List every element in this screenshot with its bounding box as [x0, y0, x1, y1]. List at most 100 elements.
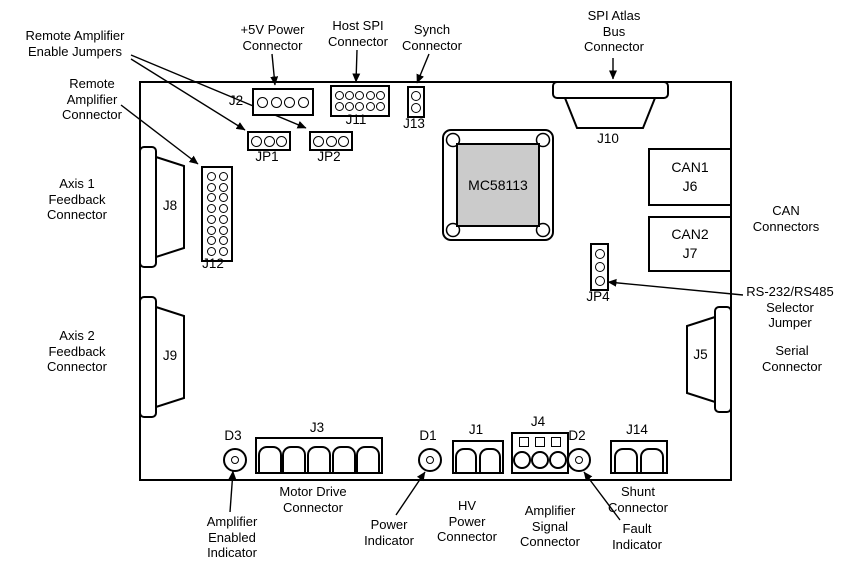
j11-label: J11	[345, 112, 367, 127]
pin	[256, 96, 268, 108]
pin	[411, 103, 421, 114]
pin	[338, 135, 350, 147]
callout-can-connectors: CAN Connectors	[752, 203, 820, 234]
j8-flange	[139, 146, 157, 268]
pin	[218, 214, 228, 224]
pin	[325, 135, 337, 147]
pin	[312, 135, 324, 147]
square-pin	[551, 437, 561, 448]
pin	[206, 214, 216, 224]
arrow-to-d3	[228, 470, 237, 513]
pin	[334, 102, 344, 112]
arrow-to-d1	[395, 471, 426, 516]
pin	[298, 96, 310, 108]
terminal	[282, 446, 307, 472]
pin	[270, 96, 282, 108]
j1-connector	[452, 440, 504, 474]
arrow-to-j11	[352, 49, 361, 83]
pin	[355, 102, 365, 112]
callout-remote-amplifier-connector: Remote Amplifier Connector	[62, 76, 122, 122]
jp2-label: JP2	[317, 149, 341, 164]
terminal	[356, 446, 381, 472]
round-terminal	[513, 450, 531, 469]
j4-connector	[511, 432, 569, 474]
arrow-to-j12	[120, 104, 199, 165]
j3-connector	[255, 437, 383, 474]
chip-inner	[456, 143, 540, 227]
pin	[263, 135, 275, 147]
pin	[594, 275, 605, 286]
jp1-jumper	[247, 131, 291, 151]
j4-pin-row	[513, 437, 567, 448]
arrow-to-j2	[270, 53, 279, 86]
pin	[218, 171, 228, 181]
j13-connector	[407, 86, 425, 118]
terminal	[640, 448, 664, 472]
pin	[206, 171, 216, 181]
round-terminal	[531, 450, 549, 469]
j8-label: J8	[162, 198, 178, 213]
j10-body	[563, 97, 657, 129]
callout-hv-power-connector: HV Power Connector	[437, 498, 497, 544]
callout-serial-connector: Serial Connector	[762, 343, 822, 374]
pin	[218, 193, 228, 203]
jp4-jumper	[590, 243, 609, 291]
callout-fault-indicator: Fault Indicator	[612, 521, 662, 552]
callout-amplifier-enabled-indicator: Amplifier Enabled Indicator	[206, 514, 258, 560]
j4-terminal-row	[513, 450, 567, 469]
jp4-label: JP4	[586, 289, 610, 304]
pin	[355, 90, 365, 100]
callout-remote-amplifier-enable-jumpers: Remote Amplifier Enable Jumpers	[25, 28, 125, 59]
callout-shunt-connector: Shunt Connector	[608, 484, 668, 515]
pin	[276, 135, 288, 147]
pin	[365, 102, 375, 112]
pin	[376, 102, 386, 112]
pin	[218, 204, 228, 214]
pin	[206, 236, 216, 246]
pin	[218, 247, 228, 257]
callout-axis2-feedback-connector: Axis 2 Feedback Connector	[47, 328, 107, 374]
d2-label: D2	[568, 428, 586, 443]
pin	[206, 204, 216, 214]
chip-label: MC58113	[468, 177, 528, 193]
j14-label: J14	[626, 422, 648, 437]
pin	[206, 182, 216, 192]
pin	[345, 102, 355, 112]
pin	[334, 90, 344, 100]
terminal	[331, 446, 356, 472]
arrow-to-jp1	[130, 58, 246, 131]
d3-label: D3	[224, 428, 242, 443]
jp1-label: JP1	[255, 149, 279, 164]
callout-5v-power-connector: +5V Power Connector	[240, 22, 305, 53]
pin	[250, 135, 262, 147]
pin	[206, 225, 216, 235]
callout-rs232-rs485-selector-jumper: RS-232/RS485 Selector Jumper	[746, 284, 834, 330]
can2-connector: CAN2 J7	[648, 216, 732, 272]
d1-led	[418, 448, 442, 472]
j11-connector	[330, 85, 390, 117]
j3-label: J3	[309, 420, 325, 435]
terminal	[478, 448, 501, 472]
j5-connector	[686, 306, 732, 413]
j10-flange	[552, 81, 669, 99]
j5-flange	[714, 306, 732, 413]
callout-amplifier-signal-connector: Amplifier Signal Connector	[520, 503, 580, 549]
callout-spi-atlas-bus-connector: SPI Atlas Bus Connector	[584, 8, 644, 54]
j9-label: J9	[162, 348, 178, 363]
j1-label: J1	[468, 422, 484, 437]
mc58113-chip	[442, 129, 554, 241]
j14-connector	[610, 440, 668, 474]
j5-label: J5	[693, 347, 708, 362]
pin	[206, 193, 216, 203]
square-pin	[535, 437, 545, 448]
j8-connector	[139, 146, 185, 268]
pin	[376, 90, 386, 100]
arrow-to-jp4	[607, 278, 744, 296]
pin	[218, 225, 228, 235]
pin	[218, 236, 228, 246]
j2-connector	[252, 88, 314, 116]
d3-led	[223, 448, 247, 472]
j9-connector	[139, 296, 185, 418]
